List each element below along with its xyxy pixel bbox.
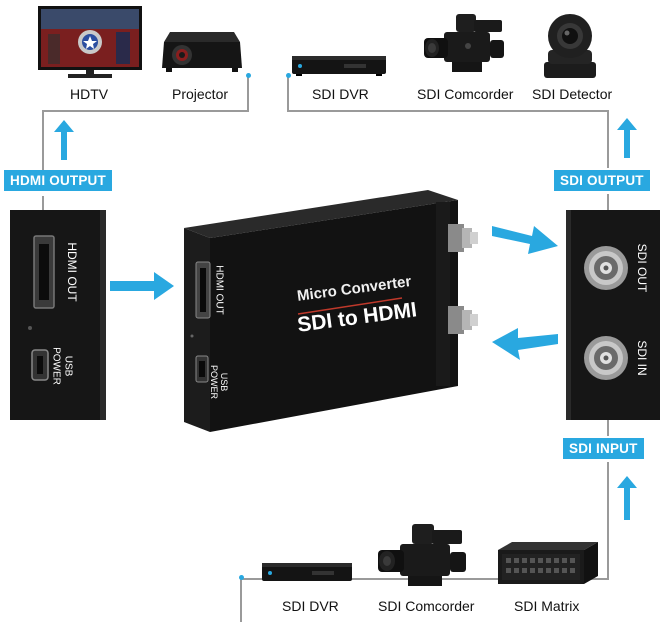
- sdi-matrix-image: [498, 540, 598, 586]
- converter-hdmi-out-text: HDMI OUT: [213, 265, 225, 315]
- arrow-right-icon: [492, 226, 558, 254]
- sdi-dvr-top-label: SDI DVR: [312, 86, 369, 102]
- sdi-camcorder-top-image: [424, 10, 508, 78]
- left-panel-hdmi-out-text: HDMI OUT: [65, 242, 79, 302]
- sdi-camcorder-bottom-image: [378, 520, 470, 590]
- sdi-input-badge: SDI INPUT: [563, 438, 644, 459]
- left-port-panel: HDMI OUT USB POWER: [10, 210, 106, 420]
- sdi-dvr-top-image: [292, 54, 386, 76]
- hdmi-output-badge: HDMI OUTPUT: [4, 170, 112, 191]
- hdtv-label: HDTV: [70, 86, 109, 102]
- right-panel-sdi-in-text: SDI IN: [635, 340, 649, 376]
- right-panel-sdi-out-text: SDI OUT: [635, 243, 649, 293]
- arrow-right-icon: [110, 272, 174, 300]
- sdi-matrix-label: SDI Matrix: [514, 598, 580, 614]
- sdi-detector-label: SDI Detector: [532, 86, 613, 102]
- line-top-left-horizontal: [44, 110, 249, 112]
- arrow-up-icon: [617, 476, 637, 520]
- projector-image: [160, 28, 244, 76]
- connector-dot: [246, 73, 251, 78]
- arrow-left-icon: [492, 328, 558, 360]
- line-bottom-vertical: [240, 578, 242, 622]
- line-left-vertical: [42, 110, 44, 170]
- line-right-vertical-bottom-2: [607, 462, 609, 580]
- converter-device: Micro Converter SDI to HDMI HDMI OUT USB…: [180, 186, 480, 434]
- line-top-right-vertical-left: [287, 76, 289, 112]
- hdtv-image: [38, 6, 142, 80]
- sdi-dvr-bottom-image: [262, 560, 352, 584]
- arrow-up-icon: [54, 120, 74, 160]
- line-top-left-vertical: [247, 76, 249, 112]
- sdi-detector-image: [540, 10, 600, 80]
- sdi-output-badge: SDI OUTPUT: [554, 170, 650, 191]
- line-left-vertical-2: [42, 196, 44, 210]
- line-right-vertical-top-2: [607, 194, 609, 212]
- projector-label: Projector: [172, 86, 229, 102]
- converter-usb-text: USB: [219, 372, 229, 392]
- left-panel-usb-text: USB: [62, 355, 74, 377]
- sdi-dvr-bottom-label: SDI DVR: [282, 598, 339, 614]
- converter-power-text: POWER: [209, 364, 219, 400]
- left-panel-power-text: POWER: [50, 347, 62, 385]
- connector-dot: [239, 575, 244, 580]
- sdi-camcorder-top-label: SDI Comcorder: [417, 86, 514, 102]
- connector-dot: [286, 73, 291, 78]
- line-top-right-horizontal: [287, 110, 609, 112]
- arrow-up-icon: [617, 118, 637, 158]
- right-port-panel: SDI OUT SDI IN: [566, 210, 660, 420]
- line-right-vertical-top: [607, 110, 609, 168]
- line-right-vertical-bottom: [607, 418, 609, 436]
- sdi-camcorder-bottom-label: SDI Comcorder: [378, 598, 475, 614]
